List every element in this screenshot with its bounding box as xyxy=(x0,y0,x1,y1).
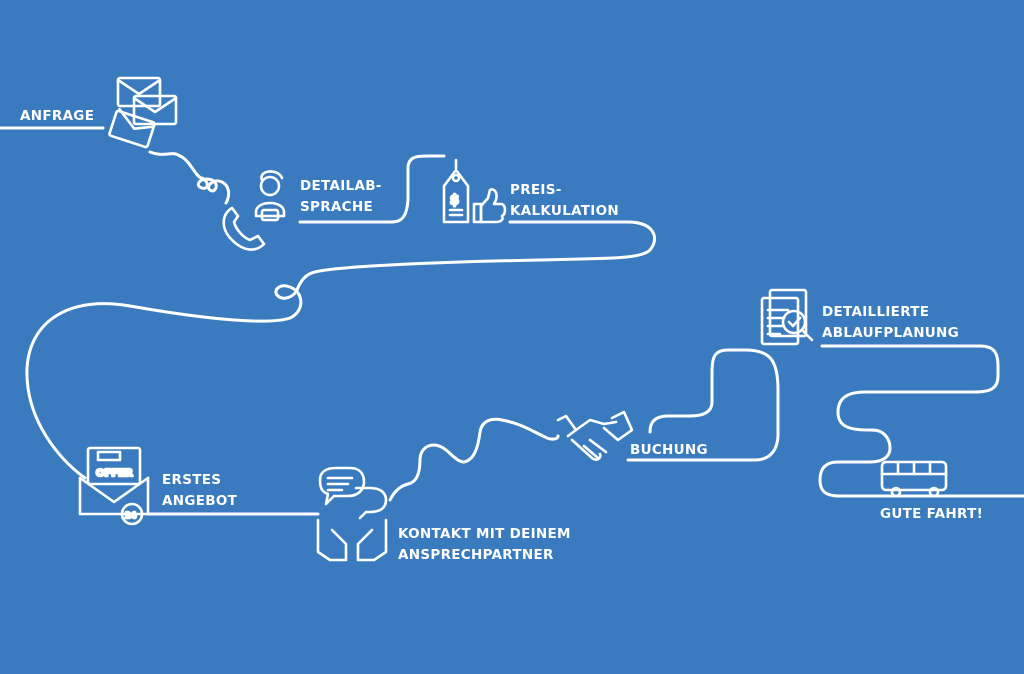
step-label-anfrage: ANFRAGE xyxy=(20,106,94,127)
documents-check-icon xyxy=(760,288,814,346)
step-label-detailabsprache: DETAILAB- SPRACHE xyxy=(300,176,382,218)
price-tag-icon: $ xyxy=(442,158,470,224)
svg-text:$: $ xyxy=(450,193,459,208)
preiskalkulation-line2: KALKULATION xyxy=(510,203,620,219)
ablaufplanung-line2: ABLAUFPLANUNG xyxy=(822,325,960,341)
erstes-angebot-line2: ANGEBOT xyxy=(162,493,238,509)
handshake-icon xyxy=(556,410,634,461)
step-label-buchung: BUCHUNG xyxy=(630,440,708,461)
step-label-ablaufplanung: DETAILLIERTE ABLAUFPLANUNG xyxy=(822,302,959,344)
svg-text:OFFER: OFFER xyxy=(96,468,133,479)
bus-icon xyxy=(880,460,948,498)
kontakt-line2: ANSPRECHPARTNER xyxy=(398,547,554,563)
step-label-erstes-angebot: ERSTES ANGEBOT xyxy=(162,470,237,512)
person-icon xyxy=(254,170,286,222)
buchung-text: BUCHUNG xyxy=(630,442,708,458)
phone-icon xyxy=(222,206,266,251)
preiskalkulation-line1: PREIS- xyxy=(510,182,562,198)
chat-hands-icon xyxy=(316,466,388,562)
detailabsprache-line1: DETAILAB- xyxy=(300,178,382,194)
envelopes-icon xyxy=(108,76,178,149)
gute-fahrt-text: GUTE FAHRT! xyxy=(880,506,984,522)
step-label-kontakt: KONTAKT MIT DEINEM ANSPRECHPARTNER xyxy=(398,524,571,566)
svg-text:24: 24 xyxy=(125,511,137,520)
thumbs-up-icon xyxy=(472,188,507,224)
offer-envelope-icon: OFFER 24 xyxy=(78,446,150,526)
ablaufplanung-line1: DETAILLIERTE xyxy=(822,304,930,320)
process-path xyxy=(0,126,1024,516)
anfrage-text: ANFRAGE xyxy=(20,108,95,124)
step-label-gute-fahrt: GUTE FAHRT! xyxy=(880,504,983,525)
kontakt-line1: KONTAKT MIT DEINEM xyxy=(398,526,571,542)
step-label-preiskalkulation: PREIS- KALKULATION xyxy=(510,180,619,222)
detailabsprache-line2: SPRACHE xyxy=(300,199,373,215)
erstes-angebot-line1: ERSTES xyxy=(162,472,222,488)
